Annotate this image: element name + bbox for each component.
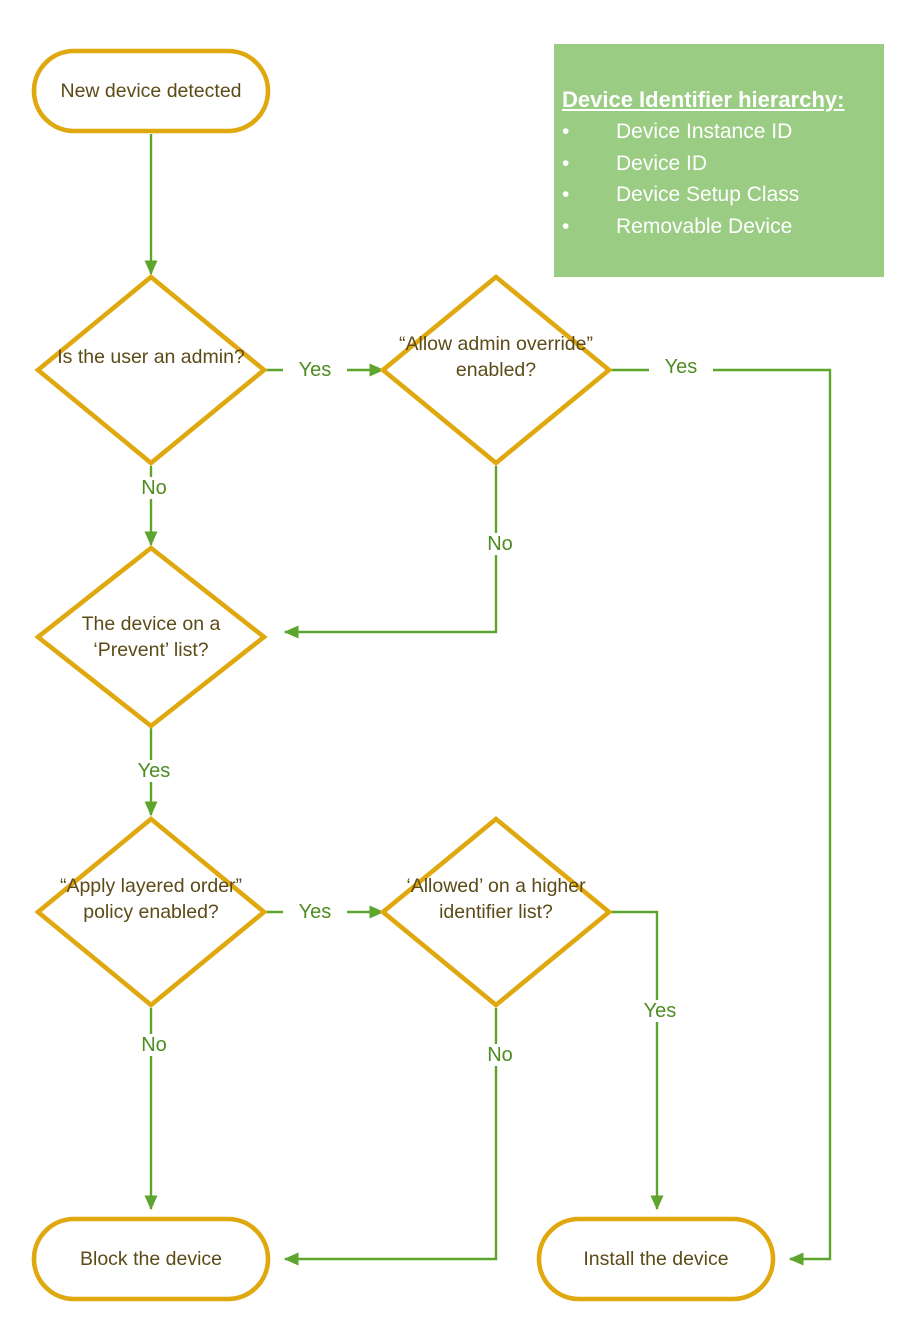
bullet-icon: •	[562, 183, 570, 206]
edge-higher-no	[283, 1008, 498, 1266]
node-install[interactable]	[536, 1216, 776, 1302]
bullet-icon: •	[562, 120, 570, 143]
node-block[interactable]	[31, 1216, 271, 1302]
bullet-icon: •	[562, 151, 570, 175]
legend-list-item: • Removable Device	[554, 211, 884, 243]
node-layer	[31, 48, 776, 1302]
edge-label-is-admin-no: No	[122, 477, 186, 499]
edge-override-yes	[609, 368, 832, 1266]
edge-label-layered-no: No	[122, 1034, 186, 1056]
node-start[interactable]	[31, 48, 271, 134]
edge-label-higher-no: No	[468, 1044, 532, 1066]
legend-item-label: Device Setup Class	[616, 183, 800, 206]
legend-list-item: • Device Setup Class	[554, 179, 884, 211]
legend-list-item: • Device ID	[554, 148, 884, 180]
node-is-admin[interactable]	[34, 274, 268, 466]
node-prevent-list[interactable]	[34, 545, 268, 729]
connector-layer	[144, 134, 832, 1266]
legend-panel: Device Identifier hierarchy: • Device In…	[554, 44, 884, 277]
edge-label-is-admin-yes: Yes	[283, 359, 347, 381]
bullet-icon: •	[562, 214, 570, 238]
edge-label-higher-yes: Yes	[628, 1000, 692, 1022]
edge-override-no	[283, 466, 498, 639]
edge-label-override-no: No	[468, 533, 532, 555]
legend-item-label: Removable Device	[616, 214, 793, 238]
node-layered-order[interactable]	[34, 816, 268, 1008]
legend-item-label: Device Instance ID	[616, 120, 793, 143]
legend-list: • Device Instance ID • Device ID • Devic…	[554, 116, 884, 242]
edge-label-layered-yes: Yes	[283, 901, 347, 923]
legend-item-label: Device ID	[616, 151, 708, 175]
node-higher-identifier[interactable]	[379, 816, 613, 1008]
edge-label-override-yes: Yes	[649, 356, 713, 378]
legend-list-item: • Device Instance ID	[554, 116, 884, 148]
node-admin-override[interactable]	[379, 274, 613, 466]
edge-label-prevent-yes: Yes	[122, 760, 186, 782]
legend-title: Device Identifier hierarchy:	[562, 87, 845, 112]
edge-higher-yes	[609, 910, 664, 1211]
